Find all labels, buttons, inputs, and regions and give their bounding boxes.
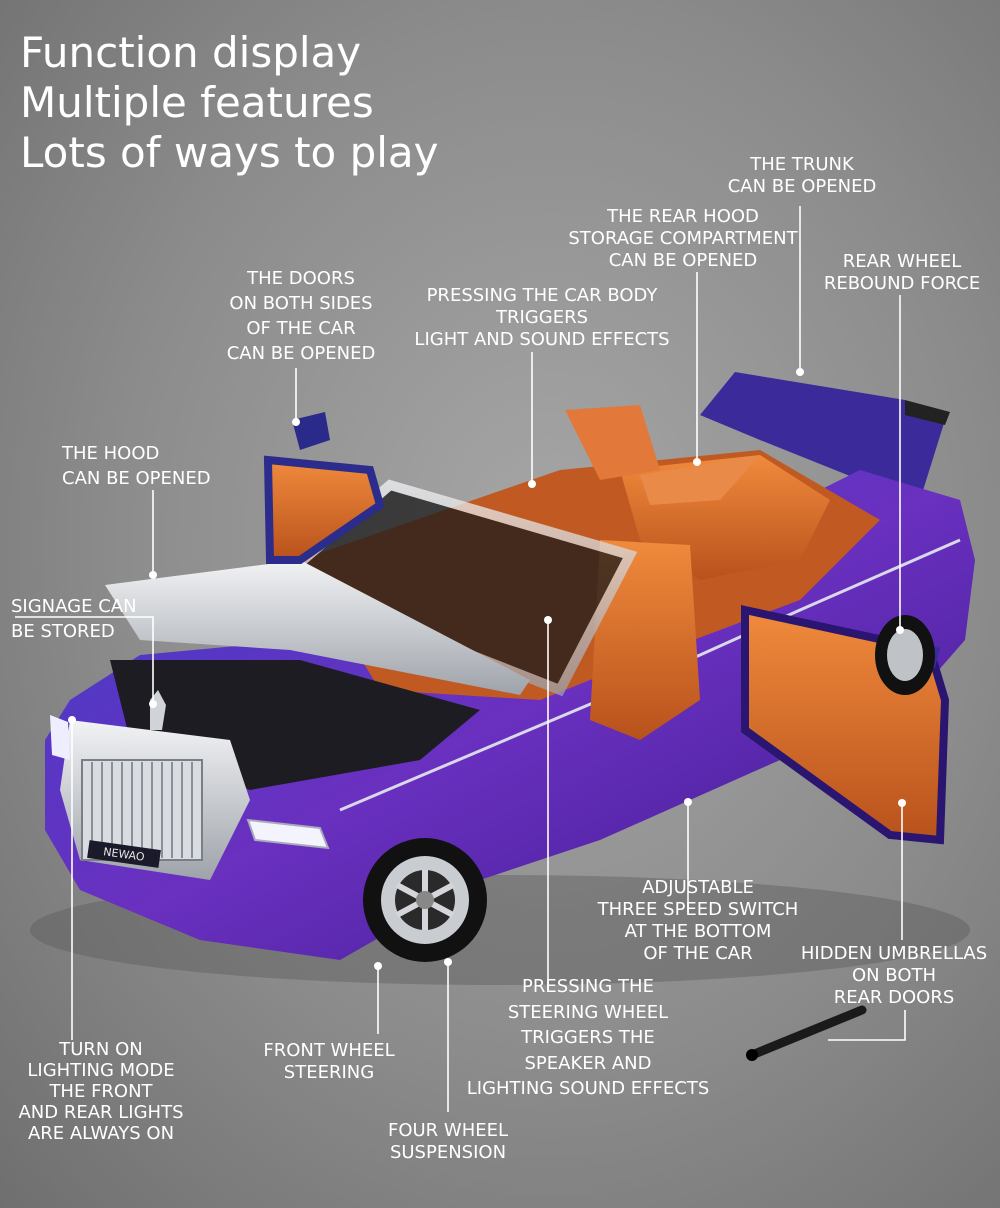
feature-doors-line-1: THE DOORS <box>247 268 355 289</box>
body-side-line <box>339 538 961 812</box>
hood <box>105 560 530 695</box>
feature-doors-line-4: CAN BE OPENED <box>226 343 376 364</box>
callout-dot-speed-switch <box>684 798 692 806</box>
callout-dot-front-wheel <box>374 962 382 970</box>
left-mirror <box>292 412 330 450</box>
feature-lighting-line-5: ARE ALWAYS ON <box>27 1123 175 1144</box>
headlight <box>246 818 330 850</box>
feature-lighting-line-4: AND REAR LIGHTS <box>18 1102 184 1123</box>
feature-suspension: FOUR WHEEL SUSPENSION <box>388 1120 508 1164</box>
interior-front-seat <box>590 540 700 740</box>
hood-ornament <box>150 690 166 730</box>
feature-steering-wheel-line-3: TRIGGERS THE <box>521 1027 655 1048</box>
feature-doors-line-3: OF THE CAR <box>246 318 356 339</box>
feature-car-body-line-1: PRESSING THE CAR BODY <box>426 285 658 306</box>
trunk-lid-edge <box>905 400 950 425</box>
feature-steering-wheel: PRESSING THE STEERING WHEEL TRIGGERS THE… <box>467 974 710 1102</box>
brand-plate-text: NEWAO <box>103 845 146 864</box>
feature-trunk-line-1: THE TRUNK <box>750 154 854 175</box>
headline-line-1: Function display <box>20 28 362 77</box>
callout-dot-trunk <box>796 368 804 376</box>
feature-lighting-line-2: LIGHTING MODE <box>27 1060 175 1081</box>
feature-car-body-line-3: LIGHT AND SOUND EFFECTS <box>414 329 670 350</box>
feature-rear-wheel-line-2: REBOUND FORCE <box>823 273 981 294</box>
feature-suspension-line-2: SUSPENSION <box>389 1142 507 1163</box>
rear-hood-panel <box>565 405 660 480</box>
feature-suspension-line-1: FOUR WHEEL <box>387 1120 509 1141</box>
callout-dot-hood <box>149 571 157 579</box>
callout-dot-rear-hood <box>693 458 701 466</box>
feature-front-wheel-line-2: STEERING <box>283 1062 375 1083</box>
feature-umbrellas: HIDDEN UMBRELLAS ON BOTH REAR DOORS <box>801 943 987 1009</box>
callout-dot-rear-wheel <box>896 626 904 634</box>
feature-trunk: THE TRUNK CAN BE OPENED <box>728 154 877 198</box>
callout-dot-car-body <box>528 480 536 488</box>
callout-dot-steering-wheel <box>544 616 552 624</box>
rear-wheel <box>875 615 935 695</box>
feature-rear-hood-line-1: THE REAR HOOD <box>607 206 759 227</box>
callout-line-umbrella-tool <box>828 1010 906 1041</box>
feature-front-wheel-line-1: FRONT WHEEL <box>263 1040 395 1061</box>
headlight-left <box>50 715 70 760</box>
feature-rear-wheel-line-1: REAR WHEEL <box>842 251 962 272</box>
feature-umbrellas-line-2: ON BOTH <box>851 965 937 986</box>
trunk-lid <box>700 372 945 500</box>
feature-speed-switch: ADJUSTABLE THREE SPEED SWITCH AT THE BOT… <box>598 877 799 965</box>
callout-dot-umbrellas <box>898 799 906 807</box>
rear-hood-flap <box>640 455 760 505</box>
callout-dot-suspension <box>444 958 452 966</box>
feature-umbrellas-line-1: HIDDEN UMBRELLAS <box>800 943 988 964</box>
feature-umbrellas-line-3: REAR DOORS <box>833 987 955 1008</box>
feature-trunk-line-2: CAN BE OPENED <box>727 176 877 197</box>
callout-dot-doors <box>292 418 300 426</box>
feature-lighting-line-3: THE FRONT <box>49 1081 153 1102</box>
feature-steering-wheel-line-2: STEERING WHEEL <box>507 1001 669 1023</box>
feature-hood-line-2: CAN BE OPENED <box>62 468 211 489</box>
headline-line-3: Lots of ways to play <box>20 128 439 177</box>
feature-hood: THE HOOD CAN BE OPENED <box>62 441 211 491</box>
feature-speed-switch-line-1: ADJUSTABLE <box>642 877 754 898</box>
feature-speed-switch-line-2: THREE SPEED SWITCH <box>597 899 799 920</box>
feature-speed-switch-line-3: AT THE BOTTOM <box>624 921 772 942</box>
feature-lighting-line-1: TURN ON <box>59 1039 143 1060</box>
umbrella-icon <box>746 1005 867 1061</box>
feature-doors: THE DOORS ON BOTH SIDES OF THE CAR CAN B… <box>227 266 376 366</box>
callout-lines <box>15 206 906 1112</box>
feature-front-wheel: FRONT WHEEL STEERING <box>263 1040 394 1084</box>
headline-line-2: Multiple features <box>20 78 374 127</box>
feature-rear-wheel: REAR WHEEL REBOUND FORCE <box>824 251 980 295</box>
feature-lighting: TURN ON LIGHTING MODE THE FRONT AND REAR… <box>18 1039 183 1144</box>
brand-plate <box>87 840 161 868</box>
front-wheel <box>363 838 487 962</box>
feature-car-body: PRESSING THE CAR BODY TRIGGERS LIGHT AND… <box>414 285 669 351</box>
feature-rear-hood: THE REAR HOOD STORAGE COMPARTMENT CAN BE… <box>568 206 797 272</box>
callout-line-signage <box>15 616 154 704</box>
feature-signage: SIGNAGE CAN BE STORED <box>11 594 137 644</box>
feature-steering-wheel-line-1: PRESSING THE <box>522 976 654 997</box>
feature-hood-line-1: THE HOOD <box>62 443 160 464</box>
feature-steering-wheel-line-4: SPEAKER AND <box>524 1052 652 1074</box>
callout-dots <box>68 368 906 970</box>
feature-steering-wheel-line-5: LIGHTING SOUND EFFECTS <box>466 1078 710 1099</box>
headline: Function display Multiple features Lots … <box>20 28 439 178</box>
callout-dot-signage <box>149 700 157 708</box>
feature-rear-hood-line-3: CAN BE OPENED <box>608 250 758 271</box>
feature-doors-line-2: ON BOTH SIDES <box>229 293 373 314</box>
feature-speed-switch-line-4: OF THE CAR <box>643 943 753 964</box>
feature-signage-line-1: SIGNAGE CAN <box>11 596 137 617</box>
feature-rear-hood-line-2: STORAGE COMPARTMENT <box>568 228 798 249</box>
callout-dot-lighting <box>68 716 76 724</box>
feature-car-body-line-2: TRIGGERS <box>495 307 588 328</box>
feature-signage-line-2: BE STORED <box>11 621 115 642</box>
front-left-door <box>263 455 385 564</box>
